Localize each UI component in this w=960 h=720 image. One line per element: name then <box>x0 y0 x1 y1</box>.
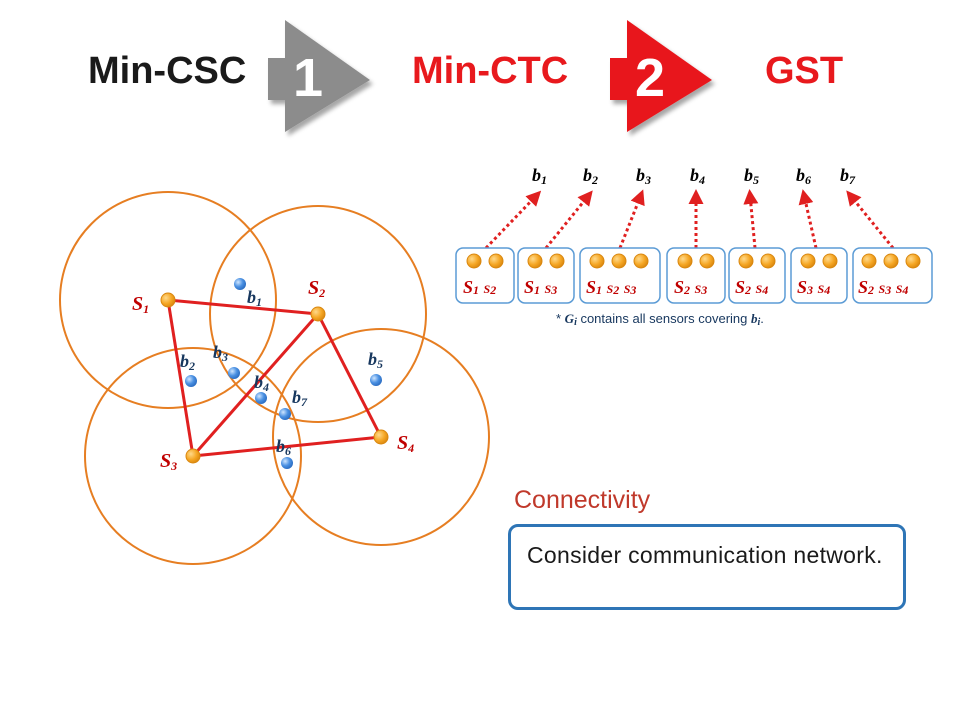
link-s3-s4 <box>192 435 382 458</box>
svg-text:S2 S3: S2 S3 <box>674 277 707 297</box>
group-box-5: S2 S4 <box>728 247 786 304</box>
group-box-6: S3 S4 <box>790 247 848 304</box>
group-target-b3: b3 <box>636 165 651 187</box>
link-s2-s4 <box>316 313 383 438</box>
sensor-s3 <box>185 448 201 464</box>
svg-text:S1 S3: S1 S3 <box>524 277 557 297</box>
target-groups: b1 b2 b3 b4 b5 b6 b7 S1 S2 S1 S3 <box>455 165 933 328</box>
svg-text:S1 S2 S3: S1 S2 S3 <box>586 277 636 297</box>
target-label-b6: b6 <box>276 436 291 458</box>
sensor-label-s1: S1 <box>132 293 149 316</box>
target-b1 <box>234 278 246 290</box>
group-arrow-3 <box>618 189 645 249</box>
group-target-b4: b4 <box>690 165 705 187</box>
connectivity-title: Connectivity <box>514 486 651 514</box>
group-arrow-7 <box>846 190 895 249</box>
svg-text:S1 S2: S1 S2 <box>463 277 496 297</box>
target-b5 <box>370 374 382 386</box>
sensor-s1 <box>160 292 176 308</box>
target-label-b3: b3 <box>213 342 228 364</box>
sensor-s4 <box>373 429 389 445</box>
target-b7 <box>279 408 291 420</box>
target-label-b7: b7 <box>292 387 308 409</box>
target-b4 <box>255 392 267 404</box>
group-arrow-2 <box>544 190 593 249</box>
group-arrow-6 <box>798 189 818 249</box>
sensor-label-s4: S4 <box>397 432 414 455</box>
step-gst-label: GST <box>765 50 844 92</box>
svg-text:S3 S4: S3 S4 <box>797 277 830 297</box>
link-s2-s3 <box>191 313 320 457</box>
target-label-b5: b5 <box>368 349 383 371</box>
coverage-circle-s3 <box>84 347 302 565</box>
group-box-1: S1 S2 <box>455 247 515 304</box>
group-target-b6: b6 <box>796 165 811 187</box>
sensor-label-s3: S3 <box>160 450 177 473</box>
step-2-arrow: 2 <box>610 20 712 132</box>
sensor-label-s2: S2 <box>308 277 325 300</box>
target-b2 <box>185 375 197 387</box>
step-1-arrow: 1 <box>268 20 370 132</box>
target-b3 <box>228 367 240 379</box>
step-1-number: 1 <box>293 48 323 108</box>
group-box-2: S1 S3 <box>517 247 575 304</box>
group-target-b1: b1 <box>532 165 547 187</box>
link-s1-s2 <box>167 298 319 316</box>
group-target-b5: b5 <box>744 165 759 187</box>
step-2-number: 2 <box>635 48 665 108</box>
group-target-b2: b2 <box>583 165 598 187</box>
target-label-b1: b1 <box>247 287 262 309</box>
target-label-b4: b4 <box>254 372 269 394</box>
group-box-3: S1 S2 S3 <box>579 247 661 304</box>
step-min-ctc-label: Min-CTC <box>412 50 569 92</box>
target-b6 <box>281 457 293 469</box>
group-box-7: S2 S3 S4 <box>852 247 933 304</box>
svg-text:S2 S3 S4: S2 S3 S4 <box>858 277 908 297</box>
step-min-csc-label: Min-CSC <box>88 50 247 92</box>
group-target-b7: b7 <box>840 165 856 187</box>
group-arrow-5 <box>743 189 759 249</box>
target-label-b2: b2 <box>180 351 195 373</box>
group-footnote: * Gi contains all sensors covering bi. <box>556 311 764 328</box>
coverage-circle-s2 <box>209 205 427 423</box>
connectivity-box: Consider communication network. <box>508 524 906 610</box>
link-s1-s3 <box>166 299 195 457</box>
connectivity-text: Consider communication network. <box>527 542 883 568</box>
coverage-circle-s1 <box>59 191 277 409</box>
coverage-circle-s4 <box>272 328 490 546</box>
svg-text:S2 S4: S2 S4 <box>735 277 768 297</box>
sensor-s2 <box>310 306 326 322</box>
sensor-network-diagram: S1 S2 S3 S4 b1 b2 b3 b4 b5 b6 b7 <box>59 191 490 565</box>
group-box-4: S2 S3 <box>666 247 726 304</box>
group-arrow-1 <box>484 190 542 250</box>
